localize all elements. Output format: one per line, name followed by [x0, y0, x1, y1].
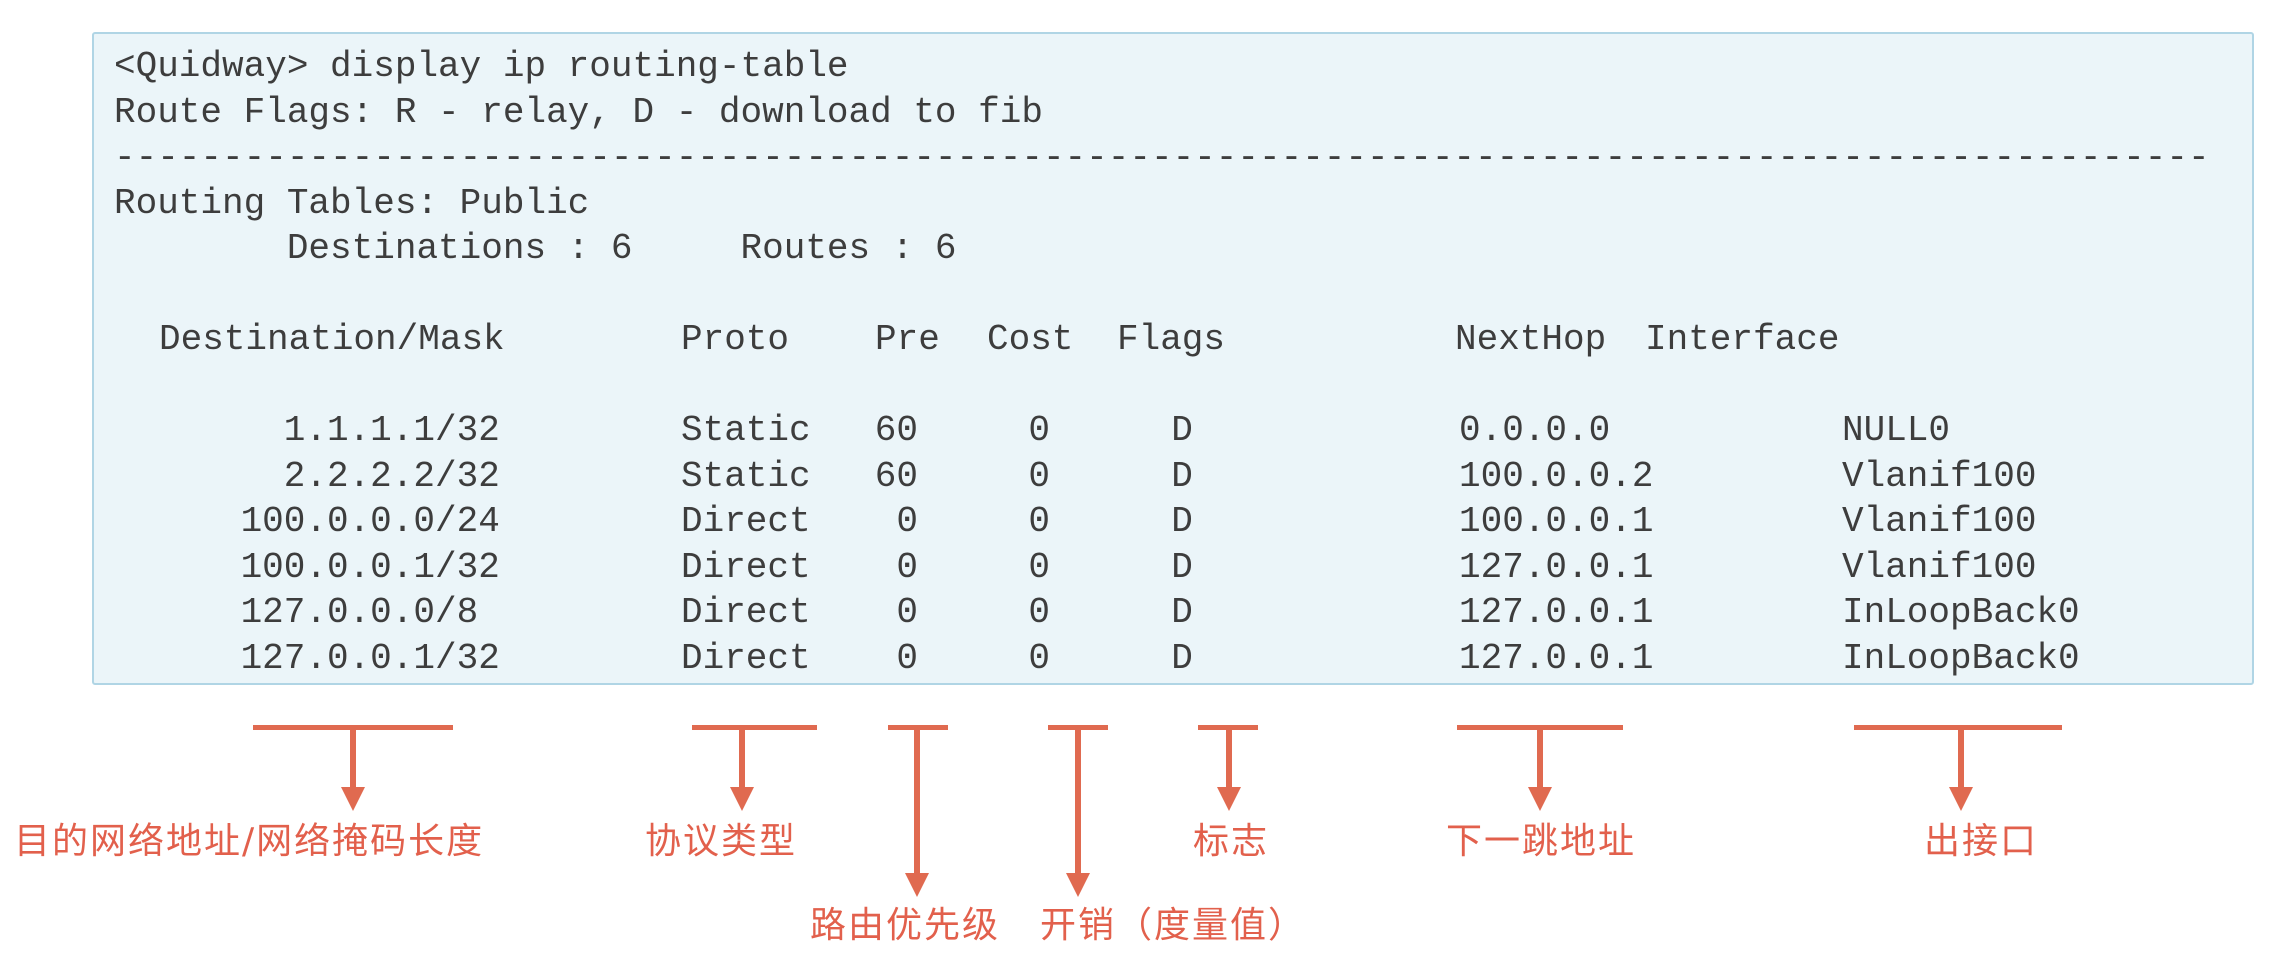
column-header-nexthop: NextHop: [1455, 319, 1607, 360]
cell-cost: 0: [1028, 410, 1050, 451]
column-header-proto: Proto: [681, 319, 790, 360]
table-row: 2.2.2.2 /32 Static 60 0 D 100.0.0.2 Vlan…: [114, 454, 2252, 500]
arrow-stem: [739, 725, 745, 787]
down-arrow-icon: [1949, 787, 1973, 811]
cell-network: 100.0.0.1: [240, 546, 435, 588]
callout-cost: [1048, 725, 1108, 905]
cell-network: 127.0.0.0: [240, 592, 435, 633]
cell-interface: InLoopBack0: [1842, 637, 2080, 679]
terminal-summary-line: Destinations : 6 Routes : 6: [114, 228, 957, 269]
cell-cost: 0: [1028, 592, 1050, 633]
terminal-separator-line: ----------------------------------------…: [114, 137, 2210, 178]
cell-cost: 0: [1028, 637, 1050, 679]
cell-mask: /32: [435, 455, 500, 497]
cell-interface: Vlanif100: [1842, 546, 2037, 588]
column-header-interface: Interface: [1645, 319, 1840, 360]
cell-network: 100.0.0.0: [240, 501, 435, 542]
cell-pre: 0: [896, 546, 918, 588]
callout-destination-mask: [253, 725, 453, 905]
cell-interface: Vlanif100: [1842, 455, 2037, 497]
terminal-route-flags-line: Route Flags: R - relay, D - download to …: [114, 91, 1043, 133]
table-row: 100.0.0.0 /24 Direct 0 0 D 100.0.0.1 Vla…: [114, 499, 2252, 545]
cell-mask: /32: [435, 546, 500, 588]
cell-nexthop: 100.0.0.1: [1459, 501, 1654, 542]
callout-flags: [1198, 725, 1258, 905]
cell-network: 2.2.2.2: [283, 455, 435, 497]
cell-flags: D: [1171, 637, 1193, 679]
arrow-stem: [350, 725, 356, 787]
cell-proto: Direct: [681, 637, 811, 679]
cell-flags: D: [1171, 455, 1193, 497]
cell-pre: 0: [896, 592, 918, 633]
terminal-prompt-line: <Quidway> display ip routing-table: [114, 46, 849, 87]
table-header-row: Destination/Mask Proto Pre Cost Flags Ne…: [114, 317, 2252, 363]
down-arrow-icon: [1066, 873, 1090, 897]
table-row: 127.0.0.1 /32 Direct 0 0 D 127.0.0.1 InL…: [114, 636, 2252, 682]
cell-proto: Static: [681, 410, 811, 451]
cell-nexthop: 127.0.0.1: [1459, 592, 1654, 633]
cell-interface: Vlanif100: [1842, 501, 2037, 542]
cell-cost: 0: [1028, 501, 1050, 542]
terminal-routing-tables-line: Routing Tables: Public: [114, 182, 590, 224]
cell-flags: D: [1171, 546, 1193, 588]
cell-mask: /32: [435, 410, 500, 451]
cell-proto: Direct: [681, 592, 811, 633]
table-row: 127.0.0.0 /8 Direct 0 0 D 127.0.0.1 InLo…: [114, 590, 2252, 636]
callout-pre: [888, 725, 948, 905]
column-header-flags: Flags: [1117, 319, 1226, 360]
arrow-stem: [1537, 725, 1543, 787]
terminal-panel: <Quidway> display ip routing-table Route…: [92, 32, 2254, 685]
cell-mask: /8: [435, 592, 479, 633]
table-row: 100.0.0.1 /32 Direct 0 0 D 127.0.0.1 Vla…: [114, 545, 2252, 591]
callout-label-flags: 标志: [1193, 821, 1270, 862]
cell-network: 127.0.0.1: [240, 637, 435, 679]
cell-pre: 60: [874, 410, 918, 451]
callout-proto: [692, 725, 817, 905]
callout-label-cost: 开销（度量值）: [1040, 905, 1307, 946]
arrow-stem: [1075, 725, 1081, 873]
cell-nexthop: 127.0.0.1: [1459, 637, 1654, 679]
arrow-bar: [692, 725, 817, 730]
down-arrow-icon: [1217, 787, 1241, 811]
terminal-blank-line: [114, 272, 2252, 318]
cell-proto: Static: [681, 455, 811, 497]
callout-label-proto: 协议类型: [645, 821, 798, 862]
cell-proto: Direct: [681, 501, 811, 542]
cell-nexthop: 100.0.0.2: [1459, 455, 1654, 497]
table-row: 1.1.1.1 /32 Static 60 0 D 0.0.0.0 NULL0: [114, 408, 2252, 454]
terminal-blank-line: [114, 363, 2252, 409]
arrow-stem: [914, 725, 920, 873]
down-arrow-icon: [1528, 787, 1552, 811]
callout-label-interface: 出接口: [1924, 821, 2039, 862]
cell-cost: 0: [1028, 455, 1050, 497]
cell-proto: Direct: [681, 546, 811, 588]
callout-interface: [1854, 725, 2062, 905]
cell-pre: 60: [874, 455, 918, 497]
cell-cost: 0: [1028, 546, 1050, 588]
cell-nexthop: 0.0.0.0: [1459, 410, 1611, 451]
cell-interface: InLoopBack0: [1842, 592, 2080, 633]
callout-label-destination-mask: 目的网络地址/网络掩码长度: [14, 821, 485, 862]
cell-flags: D: [1171, 410, 1193, 451]
column-header-cost: Cost: [987, 319, 1074, 360]
column-header-pre: Pre: [875, 319, 940, 360]
cell-nexthop: 127.0.0.1: [1459, 546, 1654, 588]
down-arrow-icon: [730, 787, 754, 811]
down-arrow-icon: [905, 873, 929, 897]
column-header-destination-mask: Destination/Mask: [159, 319, 505, 360]
callout-label-nexthop: 下一跳地址: [1446, 821, 1637, 862]
down-arrow-icon: [341, 787, 365, 811]
cell-flags: D: [1171, 592, 1193, 633]
cell-mask: /32: [435, 637, 500, 679]
cell-pre: 0: [896, 637, 918, 679]
cell-flags: D: [1171, 501, 1193, 542]
cell-interface: NULL0: [1842, 410, 1951, 451]
cell-pre: 0: [896, 501, 918, 542]
callout-nexthop: [1457, 725, 1623, 905]
arrow-stem: [1226, 725, 1232, 787]
cell-network: 1.1.1.1: [283, 410, 435, 451]
arrow-stem: [1958, 725, 1964, 787]
cell-mask: /24: [435, 501, 500, 542]
callout-label-pre: 路由优先级: [810, 905, 1001, 946]
